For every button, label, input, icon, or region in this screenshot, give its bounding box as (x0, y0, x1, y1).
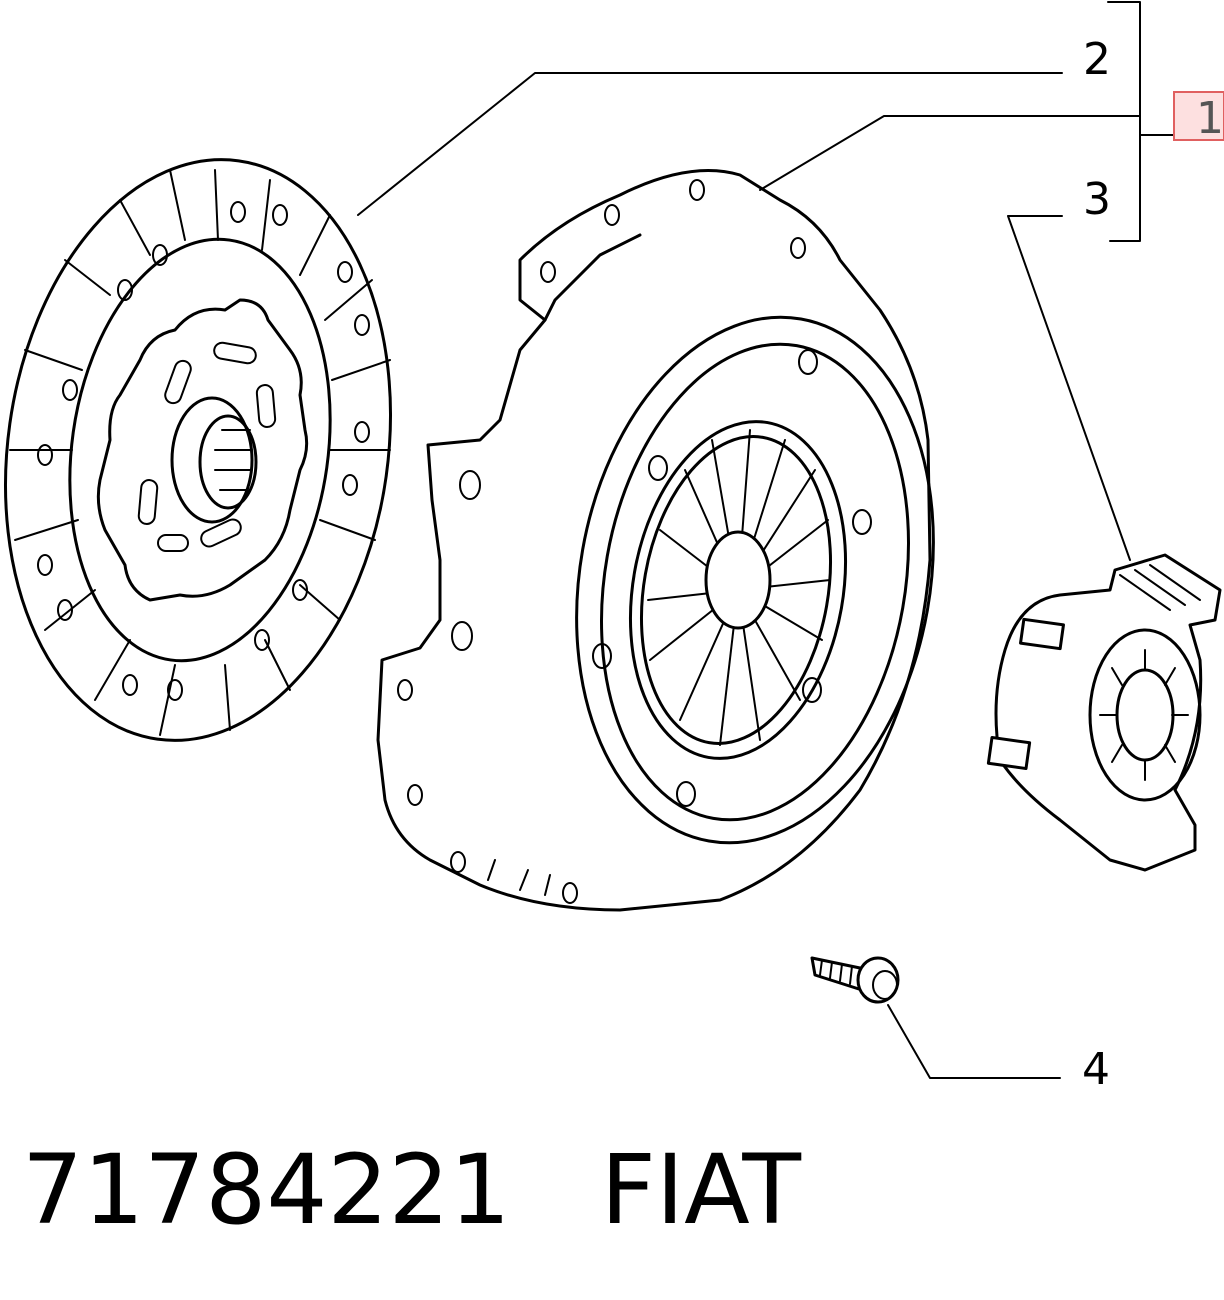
leader-lines (357, 1, 1175, 1079)
part-caption: 71784221 FIAT (22, 1130, 801, 1250)
callout-1: 1 (1173, 91, 1224, 144)
callout-4-label: 4 (1082, 1044, 1110, 1095)
callout-1-box (1173, 91, 1224, 141)
clutch-disc (4, 158, 392, 742)
release-bearing (986, 553, 1222, 872)
part-number: 71784221 (22, 1134, 511, 1246)
brand-name: FIAT (600, 1134, 802, 1246)
bolt (810, 956, 900, 1004)
callout-3-label: 3 (1083, 174, 1111, 225)
callout-2-label: 2 (1083, 34, 1111, 85)
pressure-plate (376, 169, 935, 912)
callout-1-label: 1 (1196, 93, 1224, 144)
